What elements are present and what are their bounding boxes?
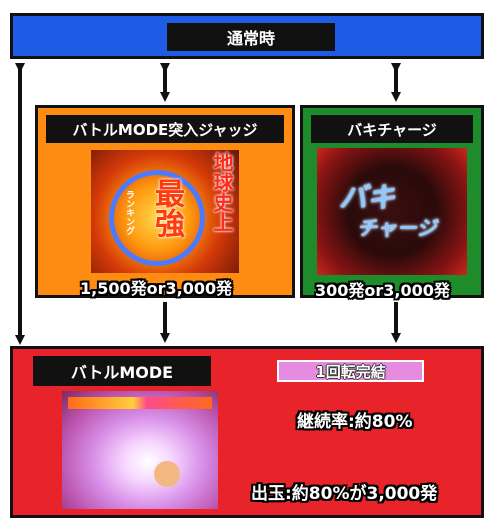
normal-state-box: 通常時 [10, 13, 484, 59]
judge-image-sub: ランキング [124, 190, 134, 235]
continuation-rate: 継続率:約80% [297, 412, 413, 432]
charge-image-sub: チャージ [357, 216, 437, 240]
battle-mode-judge-label: バトルMODE突入ジャッジ [46, 115, 284, 143]
battle-image [62, 391, 218, 509]
baki-charge-label: バキチャージ [311, 115, 473, 143]
judge-image-main: 最強 [149, 178, 184, 238]
battle-image-bar [68, 397, 212, 409]
charge-image-title: バキ [339, 181, 396, 214]
judge-image-title: 地球史上 [210, 152, 234, 232]
normal-state-label: 通常時 [167, 23, 335, 51]
baki-charge-box: バキチャージ バキ チャージ 300発or3,000発 [300, 105, 484, 300]
payout-info: 出玉:約80%が3,000発 [251, 484, 438, 504]
charge-image: バキ チャージ [317, 148, 467, 275]
battle-mode-box: バトルMODE 1回転完結 継続率:約80% 出玉:約80%が3,000発 [10, 346, 484, 518]
battle-image-fighter [154, 461, 180, 487]
battle-mode-label: バトルMODE [33, 356, 211, 386]
one-spin-badge: 1回転完結 [277, 360, 424, 382]
battle-mode-judge-box: バトルMODE突入ジャッジ 地球史上 最強 ランキング 1,500発or3,00… [35, 105, 295, 298]
judge-caption: 1,500発or3,000発 [80, 279, 233, 298]
judge-image-ring [109, 170, 205, 266]
judge-image: 地球史上 最強 ランキング [91, 150, 239, 273]
charge-caption: 300発or3,000発 [315, 281, 450, 300]
